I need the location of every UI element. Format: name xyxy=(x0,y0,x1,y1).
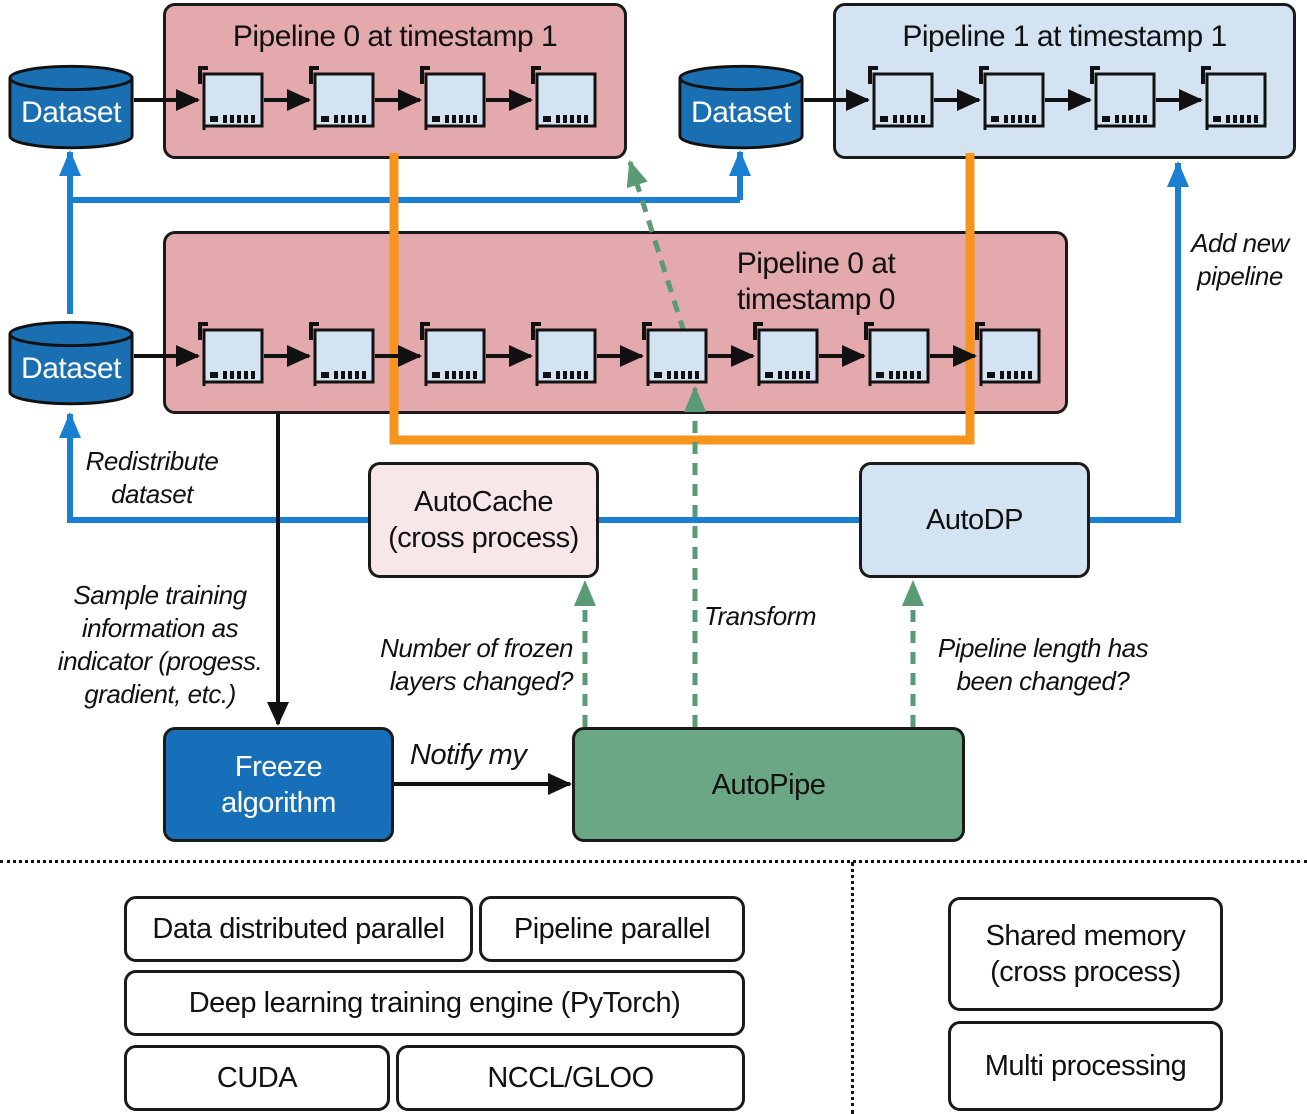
notify-label: Notify my xyxy=(410,739,527,771)
shm-line1: Shared memory xyxy=(985,920,1186,952)
dataset-label: Dataset xyxy=(691,96,791,129)
engine-label: Deep learning training engine (PyTorch) xyxy=(188,987,681,1019)
sample-line1: Sample training xyxy=(73,580,247,610)
plength-line1: Pipeline length has xyxy=(937,633,1149,663)
pp-label: Pipeline parallel xyxy=(513,913,711,945)
pipeline-0-t0-title-line2: timestamp 0 xyxy=(737,283,895,316)
pipeline-parallel-box: Pipeline parallel xyxy=(479,896,745,962)
nccl-label: NCCL/GLOO xyxy=(487,1062,654,1094)
freeze-label-line2: algorithm xyxy=(221,786,336,819)
dataset-top-right: Dataset xyxy=(678,64,804,150)
freeze-label-line1: Freeze xyxy=(234,750,323,783)
pipeline-0-t0-gpu-card-icon xyxy=(531,322,597,388)
frozen-layers-label: Number of frozen layers changed? xyxy=(360,632,573,698)
training-engine-box: Deep learning training engine (PyTorch) xyxy=(124,970,745,1036)
pipeline-0-t0-gpu-card-icon xyxy=(420,322,486,388)
pipeline-0-t1-gpu-card-icon xyxy=(420,66,486,132)
multi-processing-box: Multi processing xyxy=(948,1021,1223,1111)
add-pipeline-arrow xyxy=(1090,161,1189,523)
horizontal-divider xyxy=(0,860,1307,863)
pipeline-0-t0-gpu-card-icon xyxy=(309,322,375,388)
pipeline-0-t0-gpu-card-icon xyxy=(975,322,1041,388)
pipeline-0-t1-gpu-card-icon xyxy=(531,66,597,132)
sample-line2: information as xyxy=(81,613,239,643)
sample-line4: gradient, etc.) xyxy=(84,679,236,709)
shm-line2: (cross process) xyxy=(990,956,1181,988)
frozen-stage-outline xyxy=(389,153,975,445)
pipeline-0-t0-gpu-card-icon xyxy=(642,322,708,388)
pipeline-0-t0-gpu-card-icon xyxy=(198,322,264,388)
dataset-top-left: Dataset xyxy=(8,64,134,150)
pipeline-0-t0-title: Pipeline 0 at timestamp 0 xyxy=(686,246,946,318)
pipeline-1-t1-gpu-card-icon xyxy=(1201,66,1267,132)
autodp-label: AutoDP xyxy=(926,504,1023,536)
redistribute-line1: Redistribute xyxy=(85,446,219,476)
ddp-label: Data distributed parallel xyxy=(152,913,445,945)
dataset-label: Dataset xyxy=(21,352,121,385)
pipeline-0-t0-title-line1: Pipeline 0 at xyxy=(736,247,896,280)
ddp-box: Data distributed parallel xyxy=(124,896,473,962)
dataset-label: Dataset xyxy=(21,96,121,129)
pipeline-0-t0-gpu-card-icon xyxy=(753,322,819,388)
frozen-line1: Number of frozen xyxy=(380,633,573,663)
add-new-line1: Add new xyxy=(1191,228,1289,258)
transform-label: Transform xyxy=(704,601,817,631)
dataset-bottom: Dataset xyxy=(8,320,134,406)
frozen-line2: layers changed? xyxy=(389,666,574,696)
autocache-box: AutoCache (cross process) xyxy=(368,462,599,578)
pipeline-1-t1-title: Pipeline 1 at timestamp 1 xyxy=(902,20,1227,53)
autopipe-label: AutoPipe xyxy=(711,768,826,801)
shared-memory-box: Shared memory (cross process) xyxy=(948,897,1223,1011)
add-new-line2: pipeline xyxy=(1197,261,1283,291)
pipeline-length-label: Pipeline length has been changed? xyxy=(928,632,1158,698)
sample-line3: indicator (progess. xyxy=(57,646,263,676)
cuda-label: CUDA xyxy=(216,1062,298,1094)
pipeline-1-t1-gpu-card-icon xyxy=(868,66,934,132)
pipeline-0-t1-gpu-card-icon xyxy=(309,66,375,132)
redistribute-line2: dataset xyxy=(111,479,193,509)
freeze-algorithm-box: Freeze algorithm xyxy=(163,727,394,842)
dataset-distribution-line xyxy=(67,197,740,314)
autopipe-box: AutoPipe xyxy=(572,727,965,842)
pipeline-0-t0-gpu-card-icon xyxy=(864,322,930,388)
pipeline-1-t1-gpu-card-icon xyxy=(1090,66,1156,132)
vertical-divider xyxy=(851,862,854,1114)
pipeline-0-t1-gpu-card-icon xyxy=(198,66,264,132)
mp-label: Multi processing xyxy=(984,1050,1187,1082)
autocache-label-line1: AutoCache xyxy=(413,486,553,518)
autodp-box: AutoDP xyxy=(859,462,1090,578)
sample-training-label: Sample training information as indicator… xyxy=(40,579,280,711)
pipeline-0-t1-title: Pipeline 0 at timestamp 1 xyxy=(232,20,558,53)
redistribute-arrow xyxy=(59,412,368,523)
add-new-pipeline-label: Add new pipeline xyxy=(1170,227,1307,293)
cuda-box: CUDA xyxy=(124,1045,390,1111)
pipeline-1-t1-gpu-card-icon xyxy=(979,66,1045,132)
autocache-label-line2: (cross process) xyxy=(388,522,579,554)
nccl-box: NCCL/GLOO xyxy=(396,1045,745,1111)
transform-to-new-pipeline-arrow xyxy=(626,160,687,333)
plength-line2: been changed? xyxy=(956,666,1130,696)
redistribute-label: Redistribute dataset xyxy=(68,445,236,511)
